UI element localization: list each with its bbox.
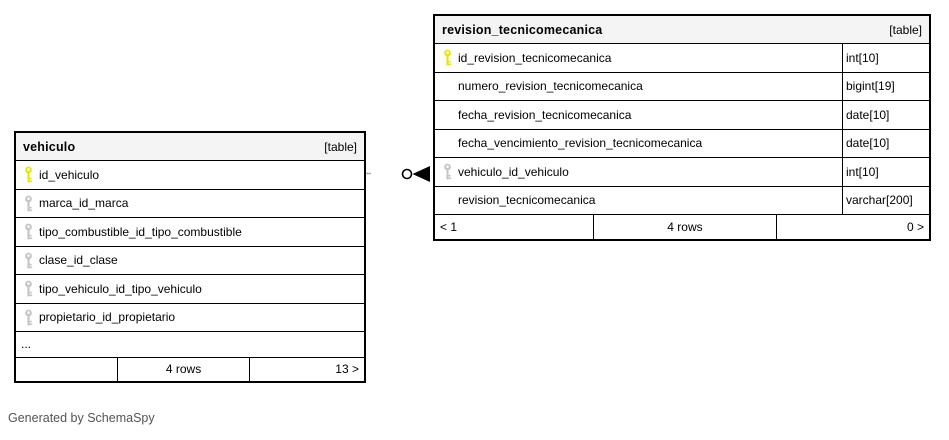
column-name: marca_id_marca [39, 196, 129, 211]
column-row-tipo_combustible_id_tipo_combustible[interactable]: tipo_combustible_id_tipo_combustible [16, 217, 364, 246]
table-title[interactable]: vehiculo [23, 139, 76, 154]
column-name: tipo_combustible_id_tipo_combustible [39, 224, 242, 239]
column-name: fecha_revision_tecnicomecanica [458, 107, 632, 122]
column-row-tipo_vehiculo_id_tipo_vehiculo[interactable]: tipo_vehiculo_id_tipo_vehiculo [16, 274, 364, 303]
truncated-columns-indicator: ... [16, 331, 364, 357]
column-name: tipo_vehiculo_id_tipo_vehiculo [39, 281, 202, 296]
table-vehiculo-footer: 4 rows 13 > [16, 356, 364, 382]
table-revision-tecnicomecanica: revision_tecnicomecanica [table] id_revi… [433, 14, 931, 241]
connector-circle-icon [401, 168, 413, 180]
footer-left-cell [16, 358, 117, 382]
column-name: clase_id_clase [39, 253, 118, 268]
table-type-badge: [table] [889, 22, 922, 37]
related-tables-link[interactable]: 0 > [775, 215, 929, 239]
column-row-vehiculo_id_vehiculo[interactable]: vehiculo_id_vehiculo int[10] [435, 157, 929, 186]
column-type: bigint[19] [842, 72, 929, 100]
column-name: vehiculo_id_vehiculo [458, 164, 569, 179]
foreign-key-icon [24, 252, 39, 269]
relationship-connector [366, 166, 430, 182]
column-name: revision_tecnicomecanica [458, 193, 596, 208]
column-type: date[10] [842, 101, 929, 129]
table-vehiculo: vehiculo [table] id_vehiculo marca_id_mar… [14, 131, 366, 383]
generated-by-note: Generated by SchemaSpy [8, 411, 155, 425]
related-tables-link[interactable]: < 1 [440, 219, 458, 234]
column-row-revision_tecnicomecanica[interactable]: revision_tecnicomecanica varchar[200] [435, 185, 929, 214]
column-type: int[10] [842, 44, 929, 72]
column-row-marca_id_marca[interactable]: marca_id_marca [16, 188, 364, 217]
column-row-id_revision_tecnicomecanica[interactable]: id_revision_tecnicomecanica int[10] [435, 43, 929, 72]
column-type: date[10] [842, 129, 929, 157]
row-count-label: 4 rows [116, 357, 249, 381]
connector-arrowhead-icon [412, 166, 430, 182]
column-row-fecha_vencimiento_revision_tecnicomecanica[interactable]: fecha_vencimiento_revision_tecnicomecani… [435, 128, 929, 157]
column-name: numero_revision_tecnicomecanica [458, 79, 643, 94]
column-row-propietario_id_propietario[interactable]: propietario_id_propietario [16, 302, 364, 331]
table-revision-header[interactable]: revision_tecnicomecanica [table] [435, 16, 929, 43]
foreign-key-icon [443, 163, 458, 180]
column-row-fecha_revision_tecnicomecanica[interactable]: fecha_revision_tecnicomecanica date[10] [435, 100, 929, 129]
column-name: fecha_vencimiento_revision_tecnicomecani… [458, 136, 703, 151]
column-name: id_revision_tecnicomecanica [458, 50, 612, 65]
foreign-key-icon [24, 280, 39, 297]
foreign-key-icon [24, 195, 39, 212]
foreign-key-icon [24, 309, 39, 326]
table-vehiculo-rows: id_vehiculo marca_id_marca tipo_combustibl… [16, 160, 364, 331]
column-name: propietario_id_propietario [39, 310, 176, 325]
table-vehiculo-header[interactable]: vehiculo [table] [16, 133, 364, 160]
table-title[interactable]: revision_tecnicomecanica [442, 22, 603, 37]
table-revision-footer: < 1 4 rows 0 > [435, 214, 929, 239]
related-tables-link[interactable]: 13 > [249, 357, 364, 381]
primary-key-icon [24, 166, 39, 183]
column-type: int[10] [842, 158, 929, 186]
table-type-badge: [table] [324, 139, 357, 154]
column-row-numero_revision_tecnicomecanica[interactable]: numero_revision_tecnicomecanica bigint[19… [435, 71, 929, 100]
column-row-id_vehiculo[interactable]: id_vehiculo [16, 160, 364, 189]
column-name: id_vehiculo [39, 167, 100, 182]
row-count-label: 4 rows [593, 215, 776, 239]
column-row-clase_id_clase[interactable]: clase_id_clase [16, 245, 364, 274]
primary-key-icon [443, 49, 458, 66]
foreign-key-icon [24, 223, 39, 240]
column-type: varchar[200] [842, 186, 929, 214]
